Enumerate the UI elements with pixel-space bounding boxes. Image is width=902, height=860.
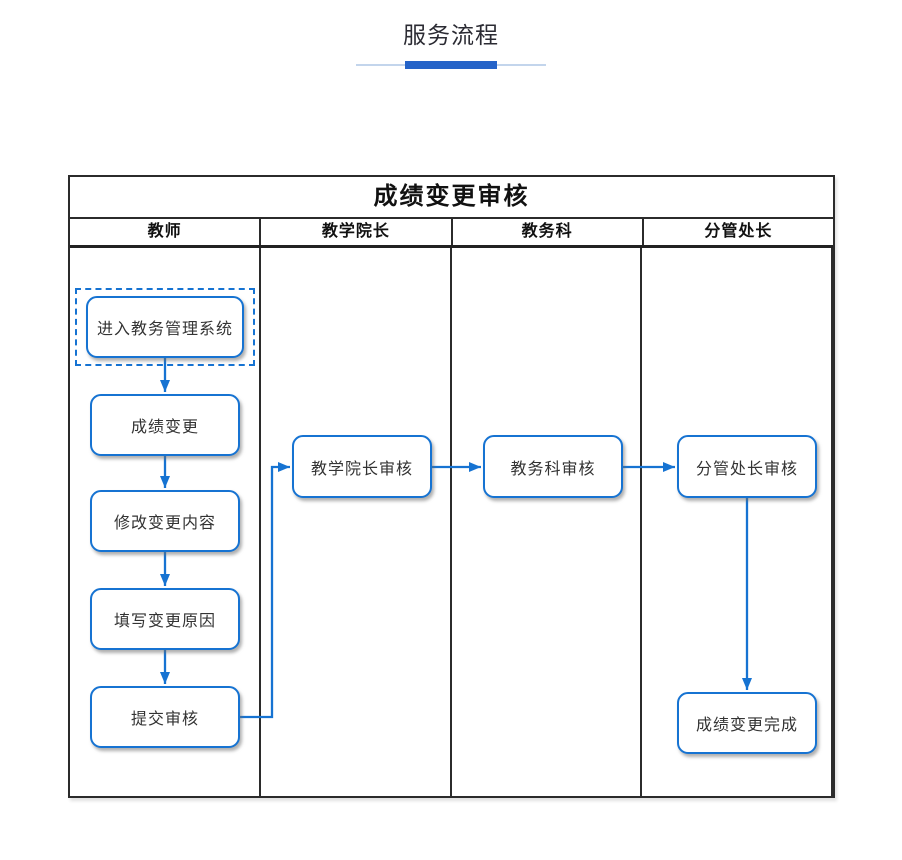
node-office-review: 教务科审核 bbox=[483, 435, 623, 498]
flowchart-title: 成绩变更审核 bbox=[70, 177, 833, 219]
title-underline bbox=[356, 60, 546, 70]
lane-director bbox=[642, 248, 833, 796]
lane-header-dean: 教学院长 bbox=[261, 219, 453, 245]
node-director-review: 分管处长审核 bbox=[677, 435, 817, 498]
lane-header-director: 分管处长 bbox=[704, 223, 773, 240]
lane-office bbox=[452, 248, 643, 796]
lane-header-row: 教师 教学院长 教务科 分管处长 bbox=[70, 219, 833, 248]
lane-dean bbox=[261, 248, 452, 796]
node-modify-content: 修改变更内容 bbox=[90, 490, 240, 552]
start-node-frame bbox=[75, 288, 255, 366]
page-title: 服务流程 bbox=[403, 22, 499, 48]
flowchart: 成绩变更审核 教师 教学院长 教务科 分管处长 bbox=[68, 175, 835, 798]
node-grade-change: 成绩变更 bbox=[90, 394, 240, 456]
node-complete: 成绩变更完成 bbox=[677, 692, 817, 754]
page-header: 服务流程 bbox=[0, 0, 902, 70]
node-dean-review: 教学院长审核 bbox=[292, 435, 432, 498]
node-submit-review: 提交审核 bbox=[90, 686, 240, 748]
lane-header-office: 教务科 bbox=[453, 219, 644, 245]
flowchart-body: 进入教务管理系统 成绩变更 修改变更内容 填写变更原因 提交审核 教学院长审核 … bbox=[70, 248, 833, 796]
node-fill-reason: 填写变更原因 bbox=[90, 588, 240, 650]
title-underline-bar bbox=[405, 61, 497, 69]
node-enter-system: 进入教务管理系统 bbox=[86, 296, 244, 358]
lane-header-teacher: 教师 bbox=[70, 219, 262, 245]
